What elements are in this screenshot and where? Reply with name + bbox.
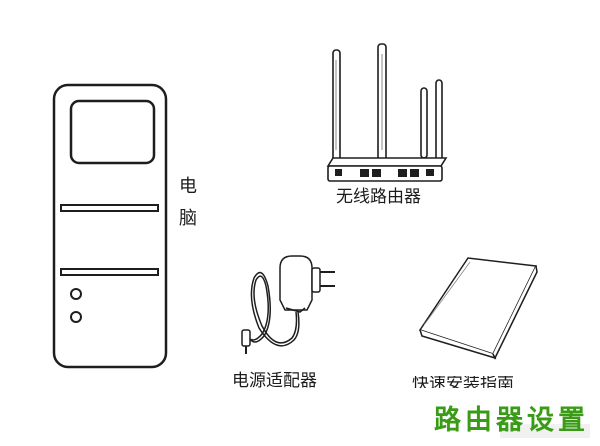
router-label: 无线路由器 (336, 189, 421, 206)
watermark-text: 路由器设置 (434, 398, 589, 437)
power-adapter-icon (242, 256, 335, 354)
computer-label-line1: 电 (179, 178, 197, 196)
router-icon (328, 44, 446, 181)
quick-guide-icon (420, 258, 537, 358)
power-adapter-label: 电源适配器 (232, 373, 317, 390)
quick-guide-label: 快速安装指南 (412, 376, 514, 388)
computer-label-line2: 脑 (179, 210, 197, 228)
computer-icon (54, 85, 166, 367)
